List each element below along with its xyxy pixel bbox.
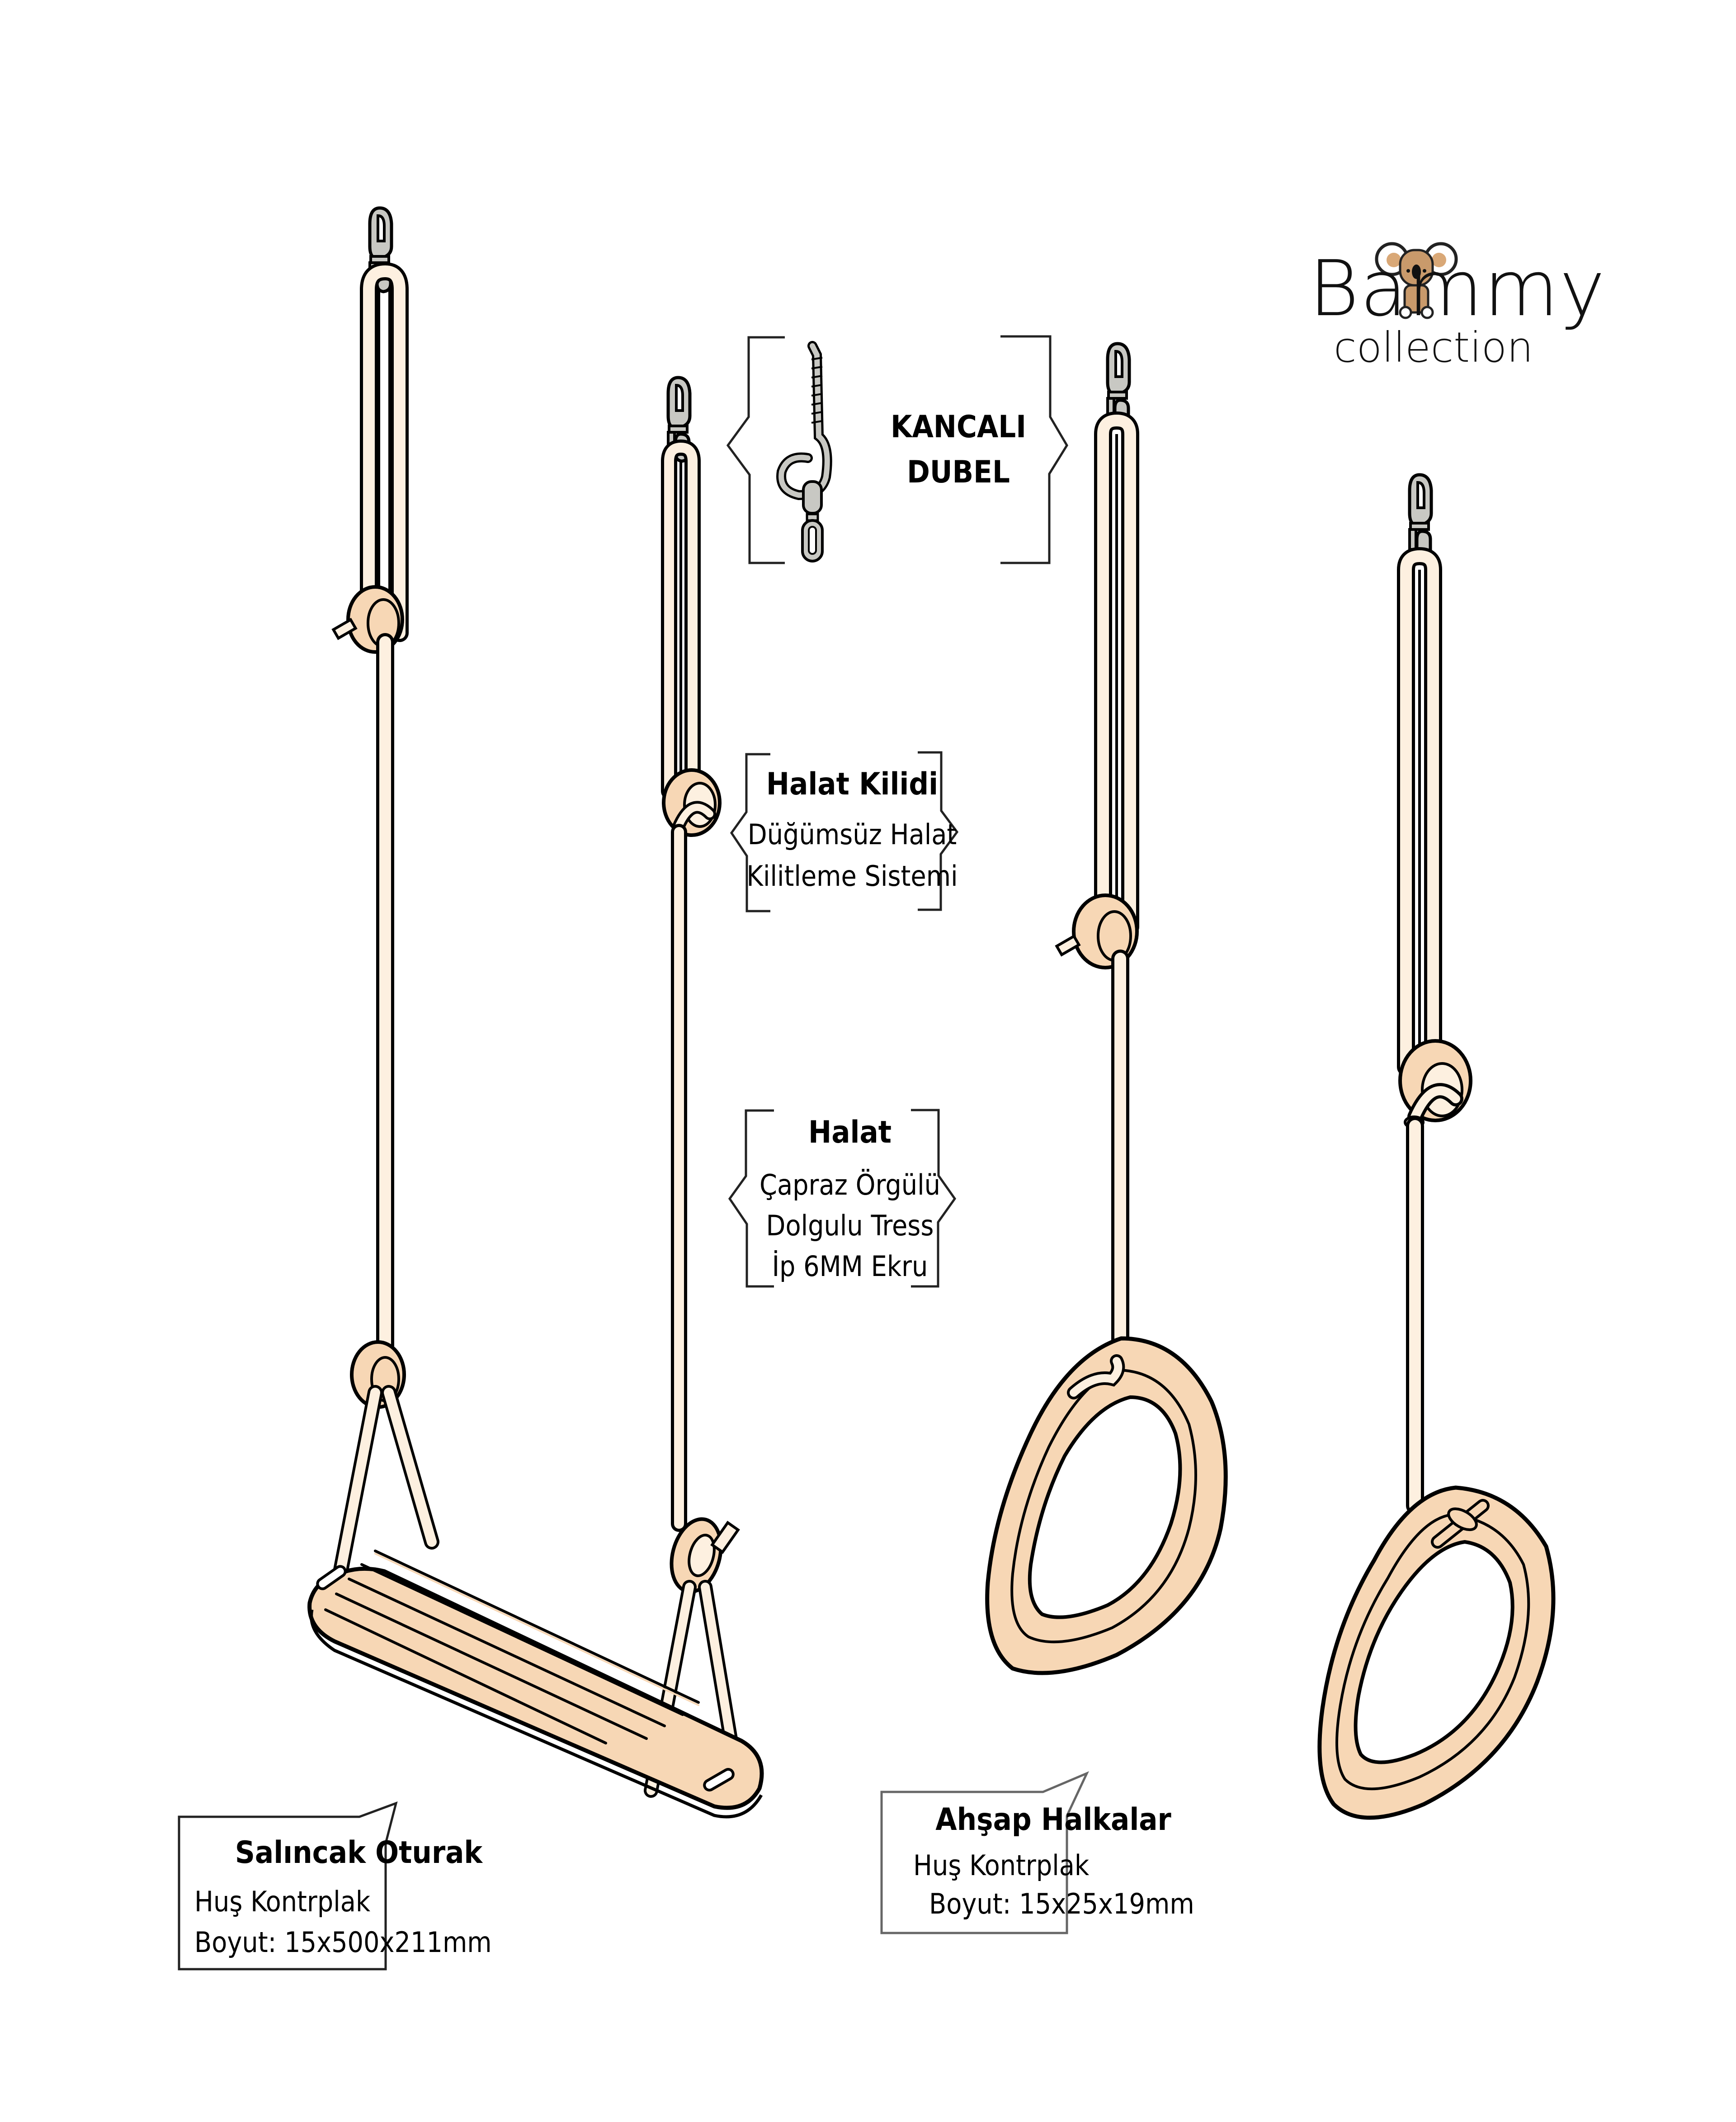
swivel-hook-icon — [1410, 475, 1431, 558]
rope-lock-callout-title: Halat Kilidi — [766, 766, 939, 802]
swing-seat-callout-material: Huş Kontrplak — [194, 1885, 371, 1918]
swing-seat-callout-title: Salıncak Oturak — [235, 1835, 483, 1871]
rope-callout-line3: İp 6MM Ekru — [772, 1250, 928, 1283]
wooden-rings-callout-title: Ahşap Halkalar — [935, 1802, 1171, 1838]
hook-callout-title-1: KANCALI — [891, 409, 1026, 445]
wooden-rings-callout-size: Boyut: 15x25x19mm — [929, 1887, 1194, 1920]
rope-callout-line2: Dolgulu Tress — [766, 1209, 934, 1242]
rope-callout-line1: Çapraz Örgülü — [759, 1168, 940, 1201]
hook-callout-title-2: DUBEL — [907, 454, 1010, 490]
wooden-rings-callout-frame — [880, 1771, 1090, 1934]
rope-lock-callout-frame — [730, 751, 959, 912]
hook-screw-icon — [776, 341, 832, 562]
swing-seat-callout-size: Boyut: 15x500x211mm — [194, 1926, 492, 1959]
swing-seat-callout-frame — [178, 1801, 398, 1971]
wooden-ring-right — [1317, 475, 1556, 1820]
middle-swing-rope — [644, 378, 740, 1798]
wooden-ring-left — [985, 344, 1228, 1675]
hook-callout-frame — [726, 335, 1068, 564]
wooden-rings-callout-material: Huş Kontrplak — [913, 1849, 1090, 1882]
rope-callout-frame — [728, 1109, 957, 1288]
swing-seat — [307, 1550, 764, 1819]
left-swing-rope — [325, 208, 439, 1622]
rope-callout-title: Halat — [808, 1115, 892, 1150]
koala-icon — [1375, 242, 1458, 319]
brand-subtitle: collection — [1334, 323, 1533, 372]
rope-lock-callout-line2: Kilitleme Sistemi — [746, 860, 958, 893]
brand-name: Bammy — [1309, 244, 1606, 334]
rope-lock-callout-line1: Düğümsüz Halat — [747, 818, 957, 851]
